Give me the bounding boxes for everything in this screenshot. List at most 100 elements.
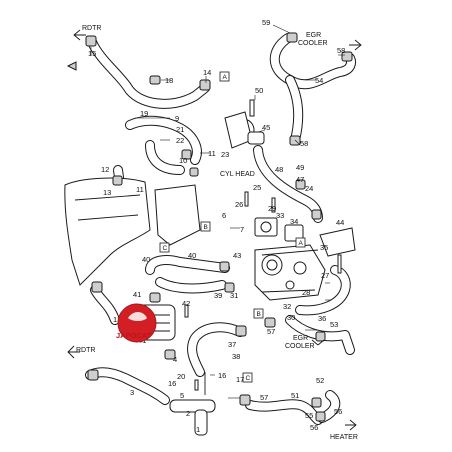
- callout-44: 44: [336, 218, 344, 227]
- callout-54: 54: [315, 76, 323, 85]
- callout-10: 10: [179, 156, 187, 165]
- callout-4: 4: [173, 355, 177, 364]
- callout-16-a: 16: [168, 379, 176, 388]
- ref-box-c-left: C: [159, 242, 170, 253]
- bolts: [184, 99, 342, 391]
- svg-text:C: C: [246, 375, 251, 382]
- callout-21: 21: [176, 125, 184, 134]
- callout-40-a: 40: [188, 251, 196, 260]
- ref-box-c-bottom: C: [242, 372, 253, 383]
- callout-20: 20: [177, 372, 185, 381]
- hose-51: [245, 399, 323, 425]
- hose-10: [145, 140, 185, 175]
- part-callouts: 15 18 14 59 58 54 19 9 21 22 11 10 50 45…: [88, 18, 345, 434]
- svg-text:C: C: [163, 245, 168, 252]
- egr-bracket: [319, 227, 356, 257]
- ref-box-a-top: A: [219, 71, 230, 82]
- callout-59: 59: [262, 18, 270, 27]
- callout-11-a: 11: [208, 149, 216, 158]
- callout-58-b: 58: [300, 139, 308, 148]
- callout-40-b: 40: [142, 255, 150, 264]
- callout-52: 52: [316, 376, 324, 385]
- callout-31: 31: [230, 291, 238, 300]
- callout-56-a: 56: [334, 407, 342, 416]
- callout-27: 27: [321, 271, 329, 280]
- callout-41-a: 41: [133, 290, 141, 299]
- label-egr-cooler-bottom-2: COOLER: [285, 343, 315, 350]
- svg-text:B: B: [257, 311, 261, 318]
- heat-shield: [64, 177, 151, 286]
- callout-14: 14: [203, 68, 211, 77]
- water-pipe-lower: [169, 372, 216, 436]
- callout-42: 42: [182, 299, 190, 308]
- callout-29: 29: [268, 204, 276, 213]
- hose-9: [125, 115, 202, 165]
- hose-clamps: [85, 32, 353, 422]
- callout-19: 19: [140, 109, 148, 118]
- svg-text:A: A: [223, 74, 228, 81]
- callout-34: 34: [290, 217, 298, 226]
- callout-13-a: 13: [103, 188, 111, 197]
- ref-box-a-mid: A: [295, 237, 306, 248]
- water-outlet: [247, 131, 265, 145]
- ref-box-b-right: B: [253, 308, 264, 319]
- label-heater: HEATER: [330, 434, 358, 441]
- callout-53: 53: [330, 320, 338, 329]
- hose-40: [145, 255, 230, 275]
- callout-45: 45: [262, 123, 270, 132]
- callout-1: 1: [196, 425, 200, 434]
- callout-12: 12: [101, 165, 109, 174]
- callout-25: 25: [253, 183, 261, 192]
- label-egr-cooler-top-1: EGR: [306, 32, 321, 39]
- flow-labels: RDTR RDTR CYL HEAD HEATER EGR COOLER EGR…: [76, 25, 358, 441]
- callout-57-a: 57: [267, 327, 275, 336]
- label-egr-cooler-bottom-1: EGR: [293, 335, 308, 342]
- callout-57-b: 57: [260, 393, 268, 402]
- hose-39: [155, 277, 227, 294]
- callout-28: 28: [302, 288, 310, 297]
- thermostat-block: [254, 217, 304, 242]
- callout-36: 36: [318, 314, 326, 323]
- callout-37: 37: [228, 340, 236, 349]
- callout-32: 32: [283, 302, 291, 311]
- callout-51: 51: [291, 391, 299, 400]
- label-cyl-head: CYL HEAD: [220, 171, 255, 178]
- callout-56-b: 56: [310, 423, 318, 432]
- ref-box-b-left: B: [200, 221, 211, 232]
- callout-17: 17: [236, 375, 244, 384]
- callout-50: 50: [255, 86, 263, 95]
- callout-5: 5: [180, 391, 184, 400]
- water-pump-assembly: [254, 244, 326, 301]
- japocat-watermark: JAPOCAT: [116, 303, 157, 343]
- leader-lines: [90, 24, 345, 399]
- hose-15: [87, 37, 210, 109]
- bracket-plate: [154, 184, 201, 246]
- callout-3: 3: [130, 388, 134, 397]
- callout-18: 18: [165, 76, 173, 85]
- callout-26: 26: [235, 200, 243, 209]
- callout-58: 58: [337, 46, 345, 55]
- callout-13-b: 13: [113, 315, 121, 324]
- callout-39: 39: [214, 291, 222, 300]
- callout-22: 22: [176, 136, 184, 145]
- callout-38: 38: [232, 352, 240, 361]
- callout-33-a: 33: [276, 211, 284, 220]
- direction-arrows: [66, 29, 362, 431]
- label-egr-cooler-top-2: COOLER: [298, 40, 328, 47]
- callout-23: 23: [221, 150, 229, 159]
- callout-2: 2: [186, 409, 190, 418]
- hose-4: [187, 322, 245, 377]
- label-rdtr-top: RDTR: [82, 25, 101, 32]
- hose-3: [85, 367, 170, 405]
- svg-text:A: A: [299, 240, 304, 247]
- callout-9: 9: [175, 114, 179, 123]
- label-rdtr-bottom: RDTR: [76, 347, 95, 354]
- callout-30: 30: [287, 313, 295, 322]
- hose-54: [269, 33, 356, 145]
- callout-35: 35: [320, 243, 328, 252]
- callout-55: 55: [305, 411, 313, 420]
- callout-43: 43: [233, 251, 241, 260]
- callout-48: 48: [275, 165, 283, 174]
- callout-7: 7: [240, 225, 244, 234]
- callout-49: 49: [296, 163, 304, 172]
